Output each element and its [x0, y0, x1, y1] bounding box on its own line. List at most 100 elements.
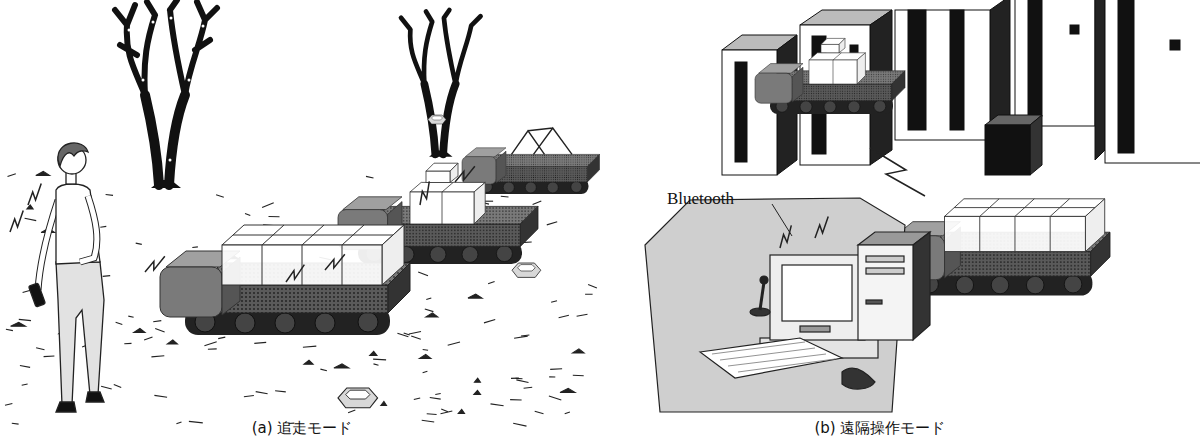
control-computer	[760, 276, 768, 284]
tree	[128, 29, 131, 32]
illustration	[414, 181, 436, 205]
ground-texture	[549, 396, 561, 400]
ground-texture	[488, 281, 495, 283]
ground-texture	[426, 313, 438, 317]
person	[29, 143, 104, 412]
ground-texture	[573, 375, 584, 377]
ground-texture	[418, 272, 428, 276]
ground-texture	[524, 387, 533, 388]
server-rack	[895, 10, 990, 140]
ground-texture	[262, 203, 274, 208]
ground-texture	[374, 364, 379, 365]
tree	[142, 79, 145, 82]
illustration	[283, 265, 309, 283]
ground-texture	[514, 336, 528, 338]
ground-texture	[244, 396, 254, 397]
server-rack	[1118, 0, 1134, 153]
ground-texture	[547, 222, 557, 225]
ground-texture	[426, 298, 431, 300]
ground-texture	[448, 342, 460, 345]
ground-texture	[303, 346, 316, 347]
server-rack	[950, 10, 964, 130]
ground-texture	[491, 404, 504, 406]
ground-texture	[25, 218, 37, 220]
ground-texture	[5, 171, 597, 426]
ground-texture	[218, 337, 225, 339]
illustration	[5, 210, 29, 232]
robot	[410, 163, 485, 224]
ground-texture	[535, 411, 544, 413]
server-rack	[985, 125, 1030, 175]
tree	[429, 150, 452, 156]
person	[56, 262, 104, 405]
ground-texture	[422, 420, 435, 422]
server-rack	[722, 0, 1200, 175]
ground-texture	[27, 205, 33, 209]
person	[29, 283, 46, 307]
server-rack	[1105, 0, 1200, 163]
illustration	[512, 263, 541, 277]
illustration	[774, 225, 797, 248]
leader-line	[772, 204, 792, 236]
ground-texture	[484, 320, 495, 323]
person	[58, 143, 88, 166]
server-rack	[1070, 25, 1079, 34]
tree	[188, 79, 191, 82]
control-computer	[866, 268, 904, 274]
server-rack	[1095, 0, 1105, 160]
control-computer	[770, 255, 865, 340]
ground-texture	[153, 321, 161, 322]
control-computer	[866, 300, 882, 304]
ground-texture	[430, 398, 441, 400]
ground-texture	[176, 422, 181, 424]
person	[38, 200, 58, 290]
ground-texture	[475, 378, 481, 382]
control-computer	[858, 245, 913, 340]
tree	[115, 0, 217, 95]
ground-texture	[533, 201, 542, 205]
control-computer	[800, 326, 830, 332]
ground-texture	[381, 402, 387, 406]
ground-texture	[404, 333, 410, 335]
ground-texture	[189, 421, 203, 423]
illustration	[338, 388, 378, 408]
server-rack	[908, 10, 926, 130]
server-rack	[850, 45, 858, 53]
ground-texture	[8, 174, 16, 177]
ground-texture	[167, 340, 177, 344]
ground-texture	[22, 384, 28, 385]
server-rack	[1015, 0, 1095, 126]
ground-texture	[409, 332, 421, 335]
ground-texture	[427, 413, 437, 415]
tree	[435, 67, 446, 86]
ground-texture	[192, 246, 198, 248]
ground-texture	[551, 301, 557, 302]
ground-texture	[559, 315, 569, 318]
tree	[128, 17, 205, 162]
control-computer	[913, 232, 930, 340]
tree	[151, 180, 181, 188]
ground-texture	[420, 354, 431, 358]
ground-texture	[516, 378, 523, 379]
ground-texture	[36, 171, 50, 175]
ground-texture	[521, 335, 529, 336]
person	[80, 196, 97, 262]
ground-texture	[5, 404, 12, 406]
ground-texture	[513, 423, 526, 426]
control-computer	[842, 368, 875, 389]
robot	[755, 38, 905, 114]
ground-texture	[6, 329, 13, 330]
ground-texture	[370, 351, 377, 355]
ground-texture	[560, 388, 575, 392]
ground-texture	[208, 348, 217, 349]
robot	[809, 38, 865, 84]
ground-texture	[155, 329, 164, 332]
ground-texture	[19, 319, 31, 320]
control-computer	[760, 282, 764, 310]
ground-texture	[373, 359, 386, 361]
ground-texture	[103, 275, 111, 277]
illustration	[322, 254, 348, 271]
person	[56, 184, 100, 264]
